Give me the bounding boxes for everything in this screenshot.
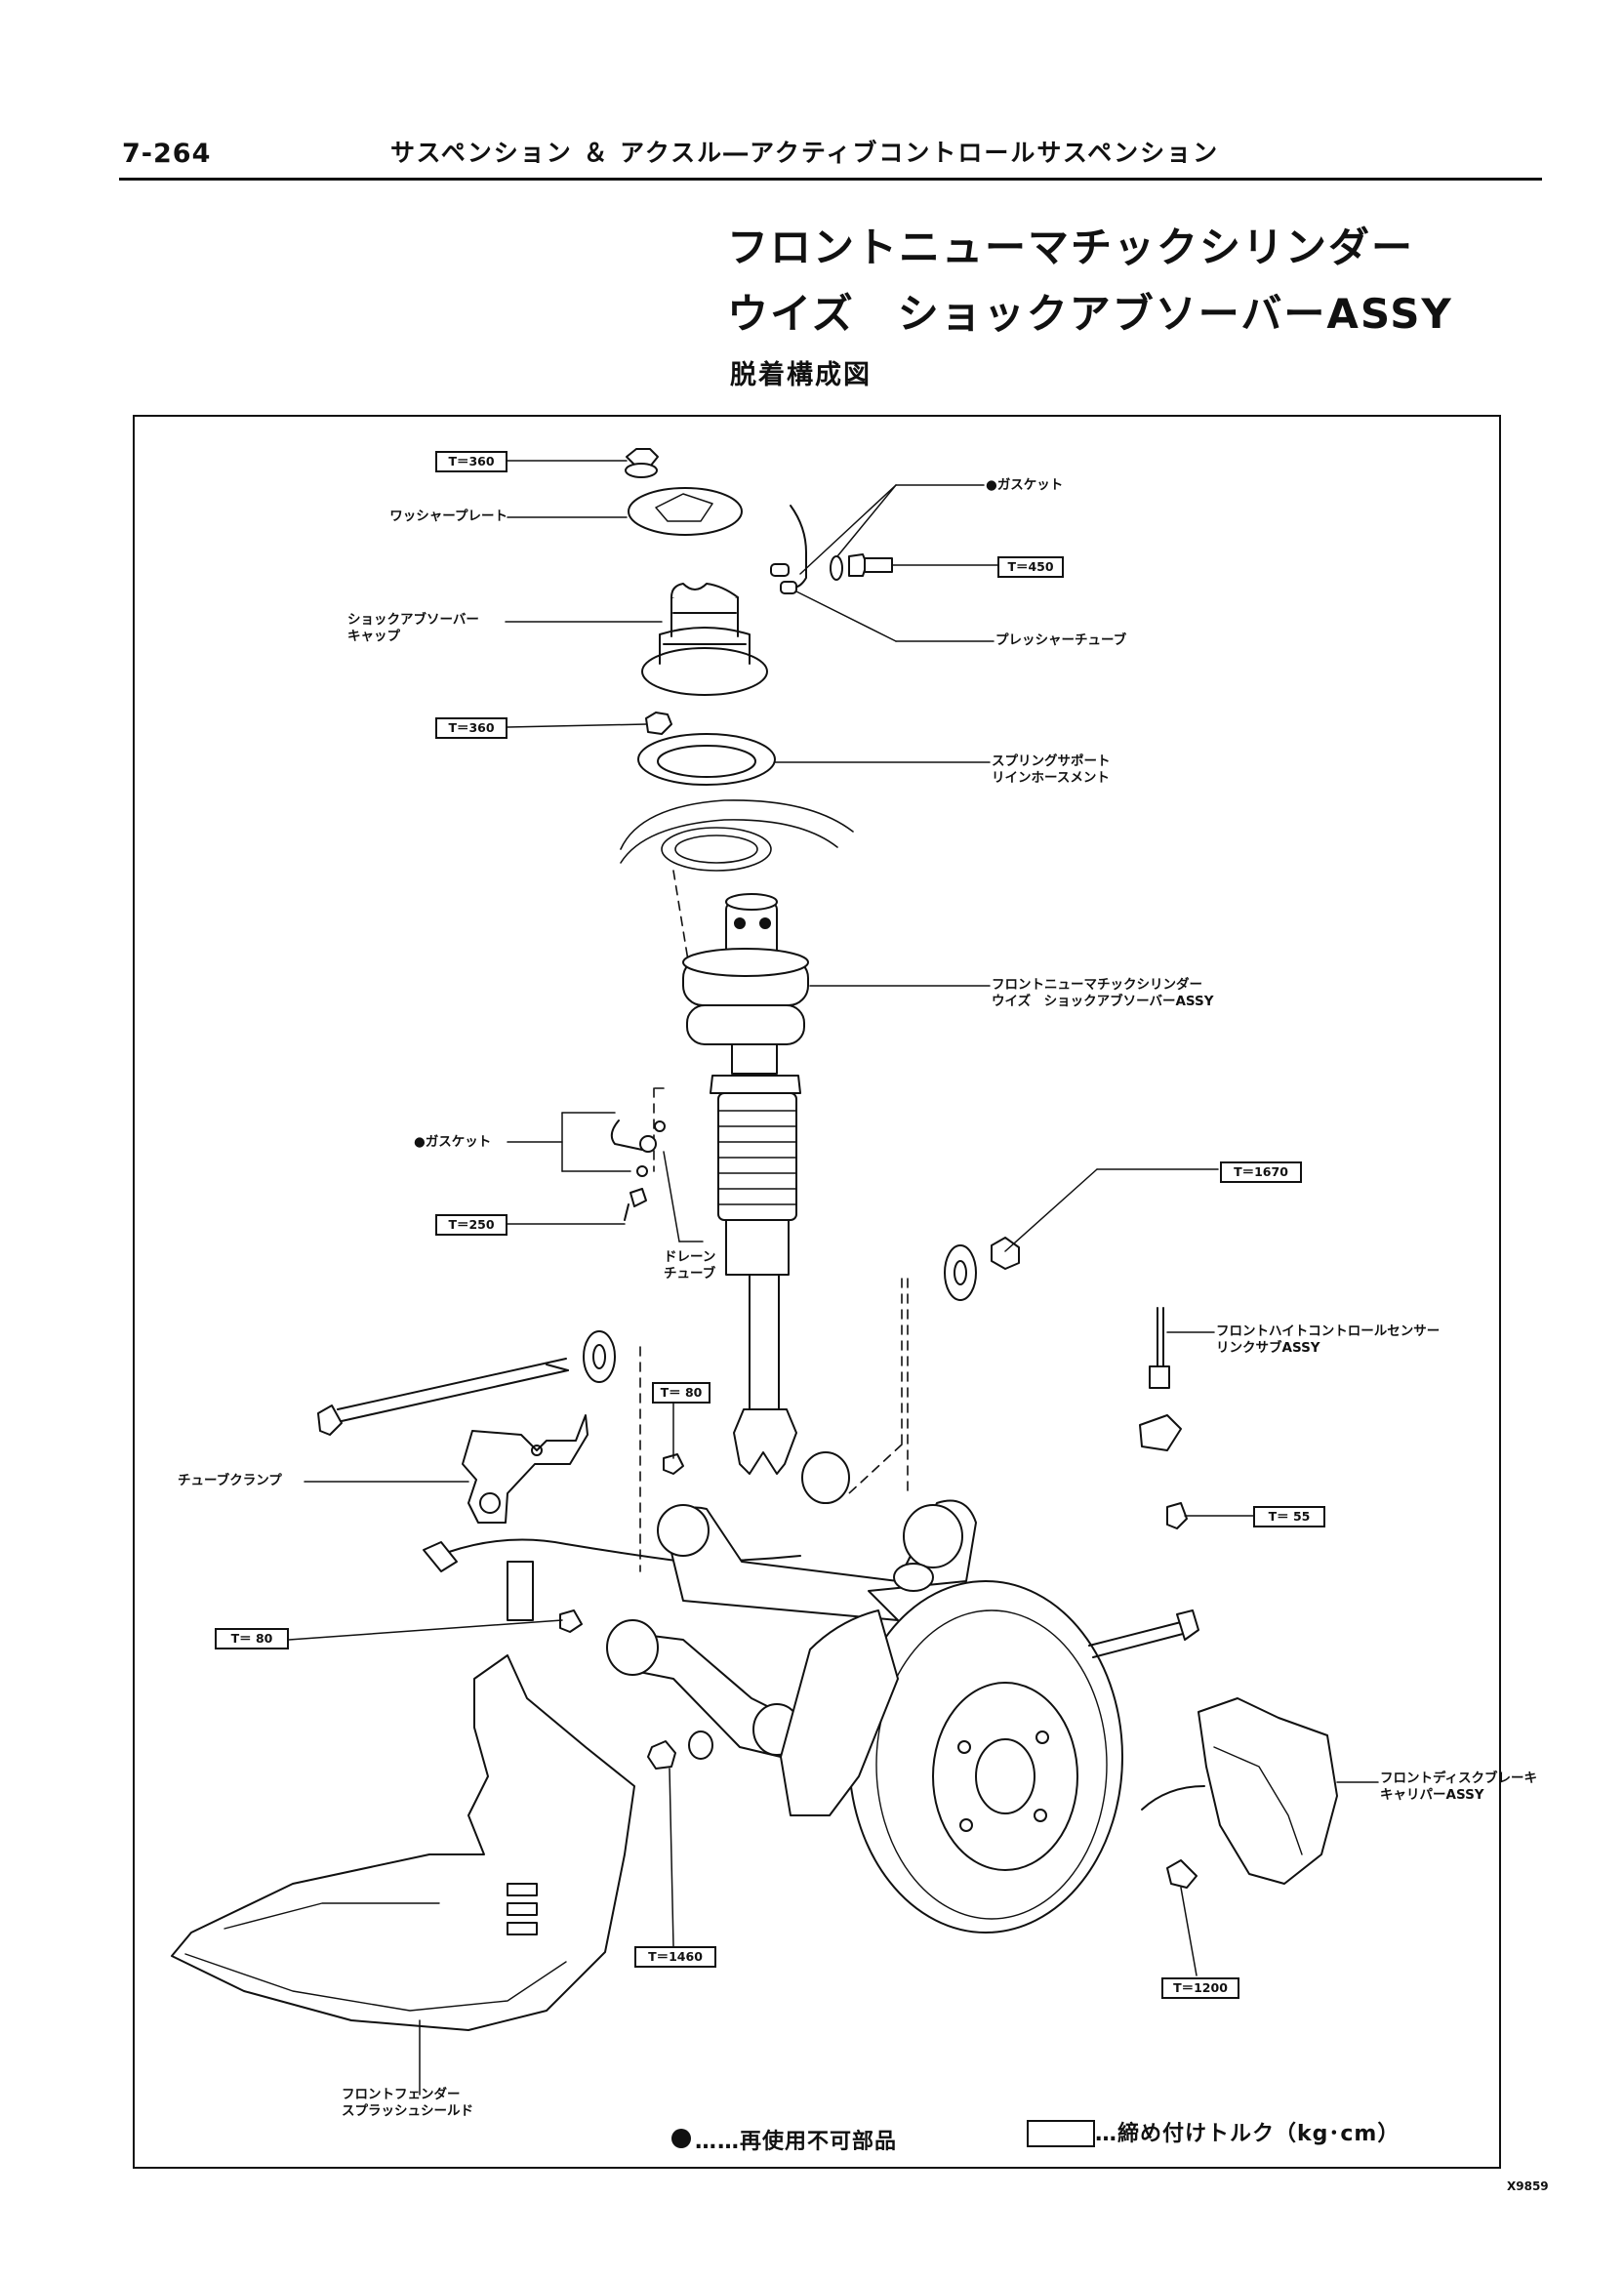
spring-support-reinforcement-icon (637, 733, 776, 786)
top-gasket-icon (830, 555, 843, 581)
label-tube-clamp: チューブクランプ (178, 1473, 282, 1488)
label-height-sensor-1: フロントハイトコントロールセンサー (1216, 1323, 1441, 1339)
torque-1460: T＝1460 (634, 1946, 716, 1968)
pneumatic-cylinder-icon (682, 893, 809, 1475)
diagram-frame (133, 415, 1501, 2169)
brake-caliper-icon (1141, 1697, 1338, 1885)
label-caliper-2: キャリパーASSY (1380, 1787, 1484, 1803)
label-cylinder-2: ウイズ ショックアブソーバーASSY (992, 994, 1214, 1009)
label-drain-tube-2: チューブ (664, 1266, 716, 1282)
bolt-80b-icon (559, 1609, 583, 1633)
legend-torque: …締め付けトルク（kg･cm） (1095, 2122, 1401, 2146)
torque-250: T＝250 (435, 1214, 508, 1236)
label-gasket-mid: ●ガスケット (414, 1134, 492, 1150)
torque-360-mid: T＝360 (435, 717, 508, 739)
leader-lines (288, 460, 1379, 2096)
shock-absorber-cap-icon (641, 583, 768, 696)
page-subtitle: 脱着構成図 (730, 360, 872, 390)
tube-clamp-icon (462, 1414, 589, 1524)
union-bolt-icon (848, 553, 893, 577)
legend-non-reusable: ……再使用不可部品 (695, 2130, 898, 2154)
nut-55-icon (1166, 1502, 1188, 1529)
label-height-sensor-2: リンクサブASSY (1216, 1340, 1320, 1356)
label-gasket-top: ●ガスケット (986, 477, 1064, 493)
torque-80-b: T＝ 80 (215, 1628, 289, 1649)
height-sensor-link-icon (1139, 1307, 1182, 1451)
label-splash-shield-2: スプラッシュシールド (342, 2103, 473, 2119)
long-bolt-icon (317, 1330, 616, 1436)
torque-80-a: T＝ 80 (652, 1382, 710, 1404)
page-number: 7-264 (122, 139, 212, 169)
body-outline-icon (620, 799, 854, 872)
header-rule (119, 178, 1542, 181)
torque-360-top: T＝360 (435, 451, 508, 472)
nut-washer-1460-icon (647, 1730, 713, 1770)
label-cylinder-1: フロントニューマチックシリンダー (992, 977, 1202, 993)
washer-nut-1670-icon (944, 1237, 1020, 1301)
section-title: サスペンション ＆ アクスル―アクティブコントロールサスペンション (390, 139, 1220, 167)
torque-1200: T＝1200 (1161, 1977, 1239, 1999)
label-shock-cap-2: キャップ (347, 629, 400, 644)
washer-plate-icon (628, 487, 743, 536)
bolt-80a-icon (663, 1453, 684, 1475)
drain-tube-icon (610, 1120, 666, 1177)
label-splash-shield-1: フロントフェンダー (342, 2087, 461, 2102)
splash-shield-icon (171, 1654, 635, 2031)
figure-code: X9859 (1507, 2179, 1549, 2193)
small-bolt-250-icon (624, 1188, 647, 1221)
page-title-line-2: ウイズ ショックアブソーバーASSY (727, 290, 1453, 338)
label-pressure-tube: プレッシャーチューブ (995, 632, 1127, 648)
wire-harness-icon (423, 1538, 801, 1621)
page-title-line-1: フロントニューマチックシリンダー (727, 224, 1415, 271)
label-caliper-1: フロントディスクブレーキ (1380, 1771, 1538, 1786)
label-washer-plate: ワッシャープレート (389, 509, 508, 524)
label-shock-cap-1: ショックアブソーバー (347, 612, 479, 628)
caliper-bolt-1200-icon (1166, 1859, 1198, 1889)
torque-box-icon (1027, 2120, 1095, 2147)
mid-nut-icon (645, 712, 672, 735)
label-spring-support-2: リインホースメント (992, 770, 1110, 786)
disc-rotor-icon (848, 1580, 1123, 1934)
label-drain-tube-1: ドレーン (664, 1249, 716, 1265)
torque-450: T＝450 (997, 556, 1064, 578)
top-nut-icon (625, 448, 659, 478)
torque-1670: T＝1670 (1220, 1161, 1302, 1183)
pressure-tube-icon (770, 505, 807, 594)
torque-55: T＝ 55 (1253, 1506, 1325, 1527)
alignment-lines (639, 870, 909, 1572)
steering-knuckle-icon (780, 1609, 899, 1816)
caliper-mount-bolt-icon (1088, 1609, 1199, 1658)
non-reusable-dot-icon (671, 2129, 691, 2148)
label-spring-support-1: スプリングサポート (992, 753, 1111, 769)
suspension-arm-icon (657, 1451, 977, 1621)
